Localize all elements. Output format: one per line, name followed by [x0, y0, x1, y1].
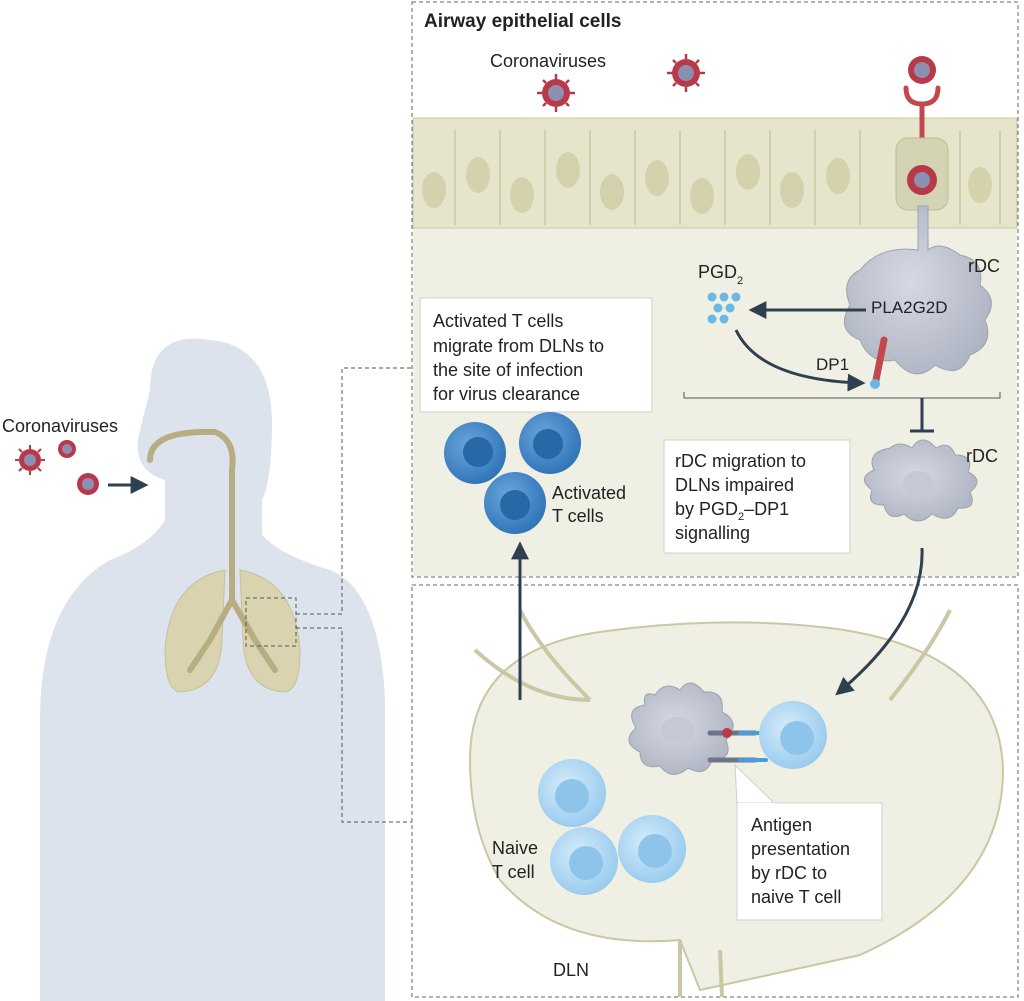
dp1-label: DP1 — [816, 355, 849, 374]
zoom-connectors — [245, 367, 412, 823]
dp1-receptor — [872, 336, 888, 384]
migration-callout-line: migrate from DLNs to — [433, 336, 604, 356]
pgd2-molecules — [707, 292, 741, 324]
cell-nuclei — [422, 152, 992, 214]
activated-t-cell — [519, 412, 581, 474]
lymph-vessel-left — [473, 609, 592, 702]
rdc-upper-label: rDC — [968, 256, 1000, 276]
virus-icon — [58, 440, 76, 458]
migration-callout-line: Activated T cells — [433, 311, 563, 331]
impaired-callout-box — [663, 439, 851, 554]
bracket-line — [683, 392, 1001, 399]
rdc-migration-arrow — [835, 547, 924, 696]
efferent-vessel — [678, 940, 724, 998]
rdc-cell-lower — [864, 439, 978, 522]
antigen-callout-line: naive T cell — [751, 887, 841, 907]
virus-icon — [667, 54, 705, 92]
impaired-callout-line: rDC migration to — [675, 451, 806, 471]
dln-label: DLN — [553, 960, 589, 980]
pgd2-label: PGD2 — [698, 262, 743, 287]
pgd2-to-dp1-arrow — [734, 329, 866, 392]
lungs — [147, 428, 301, 693]
naive-t-cell-label: Naive — [492, 838, 538, 858]
pgd2-bound — [870, 379, 880, 389]
activated-t-cells-label: T cells — [552, 506, 604, 526]
antigen-callout-line: by rDC to — [751, 863, 827, 883]
dln-panel — [411, 584, 1019, 998]
virus-icon — [15, 445, 45, 475]
naive-t-cell — [538, 759, 606, 827]
naive-t-cell-label: T cell — [492, 862, 535, 882]
activated-t-cell — [444, 422, 506, 484]
rdc-cell-dln — [628, 682, 734, 775]
antigen-callout-line: presentation — [751, 839, 850, 859]
rdc-cell-upper — [843, 205, 992, 375]
virus-icon — [77, 473, 99, 495]
activated-t-cells-label: Activated — [552, 483, 626, 503]
migration-callout-box — [419, 297, 653, 413]
panel-title: Airway epithelial cells — [424, 11, 621, 32]
antigen-callout-line: Antigen — [751, 815, 812, 835]
migration-callout-line: the site of infection — [433, 360, 583, 380]
pla2g2d-label: PLA2G2D — [871, 298, 948, 317]
coronaviruses-top-label: Coronaviruses — [490, 51, 606, 71]
impaired-callout-line: signalling — [675, 523, 750, 543]
infected-cell — [895, 137, 949, 211]
impaired-callout-line: DLNs impaired — [675, 475, 794, 495]
migration-callout-line: for virus clearance — [433, 384, 580, 404]
antigen-callout-box — [736, 802, 883, 921]
virus-icon — [537, 74, 575, 112]
naive-t-cell — [618, 815, 686, 883]
activated-t-cell — [484, 472, 546, 534]
naive-t-cell — [759, 701, 827, 769]
lymph-vessel-right — [888, 609, 952, 702]
rdc-lower-label: rDC — [966, 446, 998, 466]
virus-icon — [908, 56, 936, 84]
epithelial-cell-row — [454, 130, 1001, 225]
naive-t-cell — [550, 827, 618, 895]
coronaviruses-left-label: Coronaviruses — [2, 416, 118, 436]
impaired-callout-line: by PGD2–DP1 — [675, 499, 789, 523]
mhc-tcr-complex — [707, 728, 768, 763]
